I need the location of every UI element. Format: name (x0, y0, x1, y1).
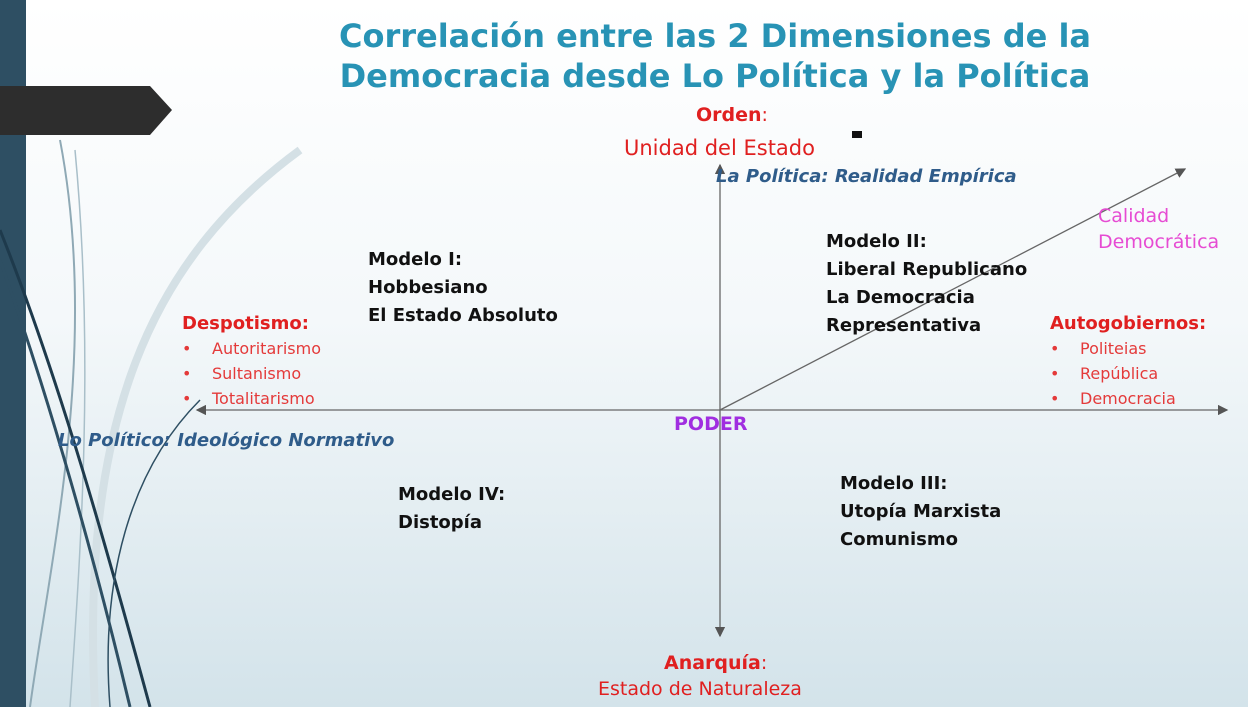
model-1-line: Modelo I: (368, 249, 463, 270)
bullet-icon: • (1050, 389, 1060, 408)
model-4-line: Modelo IV: (398, 484, 506, 505)
model-4-box: Modelo IV: Distopía (398, 481, 505, 537)
bullet-icon: • (182, 339, 192, 358)
west-item: • Sultanismo (182, 361, 321, 386)
deco-curve (69, 149, 86, 707)
model-2-box: Modelo II: Liberal Republicano La Democr… (826, 228, 1027, 340)
west-block: Despotismo: • Autoritarismo • Sultanismo •… (182, 313, 321, 411)
east-item-label: República (1080, 364, 1159, 383)
south-suffix: : (760, 652, 768, 674)
east-item: • Democracia (1050, 386, 1206, 411)
deco-curve (89, 146, 303, 707)
model-1-line: El Estado Absoluto (368, 305, 558, 326)
east-item: • República (1050, 361, 1206, 386)
diagonal-label-line-2: Democrática (1098, 231, 1220, 253)
north-pole-label: Orden: (696, 104, 768, 126)
west-item-label: Autoritarismo (212, 339, 321, 358)
north-subtitle: Unidad del Estado (624, 136, 815, 160)
model-1-box: Modelo I: Hobbesiano El Estado Absoluto (368, 246, 558, 330)
deco-curve (29, 139, 77, 707)
deco-curve (0, 259, 132, 707)
west-list: • Autoritarismo • Sultanismo • Totalitarism… (182, 336, 321, 411)
small-marker (852, 131, 862, 138)
model-1-line: Hobbesiano (368, 277, 488, 298)
east-block: Autogobiernos: • Politeias • República • De… (1050, 313, 1206, 411)
title-tab-arrow (0, 86, 172, 135)
center-label: PODER (674, 413, 748, 435)
bullet-icon: • (182, 389, 192, 408)
model-3-box: Modelo III: Utopía Marxista Comunismo (840, 470, 1001, 554)
model-2-line: Representativa (826, 315, 982, 336)
slide-title: Correlación entre las 2 Dimensiones de l… (290, 16, 1140, 96)
south-pole-label: Anarquía: (664, 652, 767, 674)
west-item-label: Sultanismo (212, 364, 302, 383)
bullet-icon: • (182, 364, 192, 383)
vertical-axis-caption: La Política: Realidad Empírica (716, 166, 1017, 187)
bullet-icon: • (1050, 364, 1060, 383)
model-2-line: La Democracia (826, 287, 975, 308)
west-item-label: Totalitarismo (212, 389, 315, 408)
north-suffix: : (761, 104, 768, 126)
west-title: Despotismo: (182, 313, 309, 334)
east-item-label: Politeias (1080, 339, 1147, 358)
south-label: Anarquía (664, 652, 761, 674)
model-4-line: Distopía (398, 512, 482, 533)
deco-curve (0, 229, 152, 707)
title-line-2: Democracia desde Lo Política y la Políti… (339, 57, 1091, 95)
east-list: • Politeias • República • Democracia (1050, 336, 1206, 411)
south-subtitle: Estado de Naturaleza (598, 678, 802, 700)
diagonal-label: Calidad Democrática (1098, 203, 1219, 255)
diagonal-label-line-1: Calidad (1098, 205, 1170, 227)
model-2-line: Liberal Republicano (826, 259, 1028, 280)
horizontal-axis-caption: Lo Político: Ideológico Normativo (58, 430, 395, 451)
bullet-icon: • (1050, 339, 1060, 358)
west-item: • Totalitarismo (182, 386, 321, 411)
model-3-line: Modelo III: (840, 473, 948, 494)
east-item-label: Democracia (1080, 389, 1176, 408)
north-label: Orden (696, 104, 762, 126)
east-title: Autogobiernos: (1050, 313, 1207, 334)
east-item: • Politeias (1050, 336, 1206, 361)
model-3-line: Utopía Marxista (840, 501, 1002, 522)
west-item: • Autoritarismo (182, 336, 321, 361)
model-2-line: Modelo II: (826, 231, 927, 252)
model-3-line: Comunismo (840, 529, 958, 550)
deco-curve (107, 399, 201, 707)
diagonal-axis (719, 168, 1187, 411)
title-line-1: Correlación entre las 2 Dimensiones de l… (338, 17, 1092, 55)
